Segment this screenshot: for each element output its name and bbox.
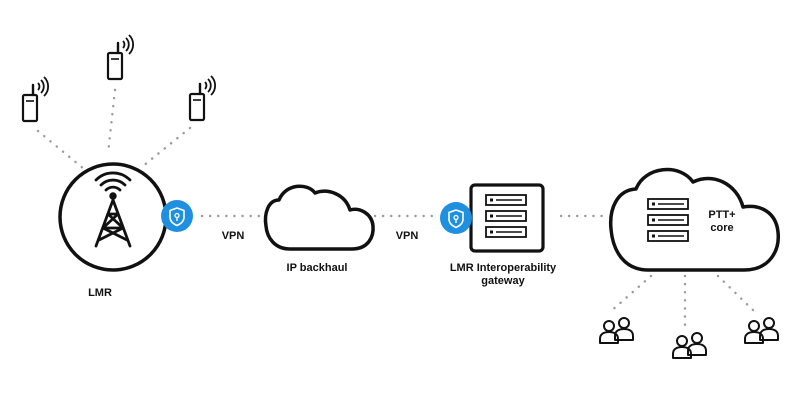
users-group-icon [600, 318, 633, 343]
users-group-icon [673, 333, 706, 358]
ptt-core-label-line1: PTT+ [708, 209, 736, 221]
security-shield-icon [160, 199, 194, 233]
radio-handset-icon [188, 74, 217, 122]
gateway-label: LMR Interoperability gateway [418, 262, 588, 288]
radio-tower-icon [94, 171, 132, 248]
cloud-icon [608, 167, 780, 272]
cloud-icon [263, 184, 375, 251]
ip-backhaul-label: IP backhaul [286, 262, 348, 274]
ptt-core-cloud [608, 167, 780, 272]
users-group-icon [745, 318, 778, 343]
lmr-label: LMR [88, 287, 112, 299]
vpn-label-left: VPN [221, 230, 245, 242]
gateway-label-line2: gateway [481, 275, 525, 287]
lmr-node [58, 162, 168, 272]
gateway-label-line1: LMR Interoperability [449, 262, 557, 274]
ptt-core-label-line2: core [710, 222, 734, 234]
vpn-label-right: VPN [395, 230, 419, 242]
ptt-core-label: PTT+ core [692, 209, 752, 235]
radio-handset-icon [106, 33, 135, 81]
gateway-box [469, 183, 545, 253]
radio-handset-icon [21, 75, 50, 123]
security-shield-icon [439, 201, 473, 235]
dotted-connectors [36, 88, 757, 332]
